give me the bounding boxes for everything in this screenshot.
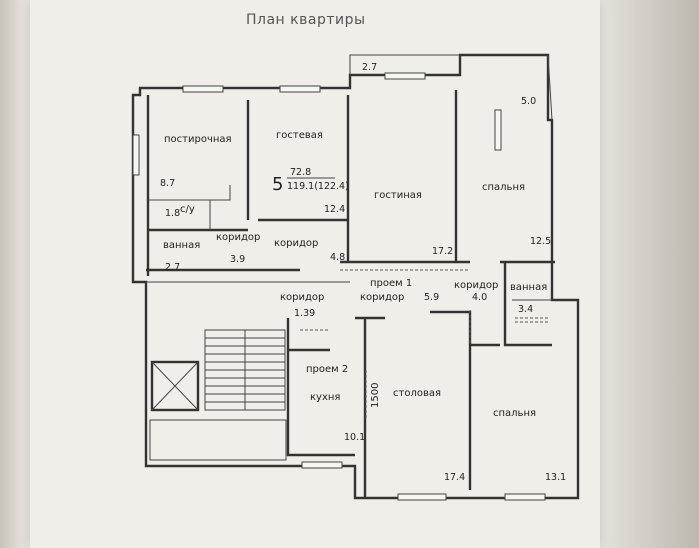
opening-width: 1500: [370, 383, 381, 408]
plan-title: План квартиры: [246, 12, 366, 28]
balcony-area-top: 2.7: [362, 62, 377, 73]
window: [504, 493, 546, 501]
window: [132, 134, 140, 176]
room-area-kitchen: 10.1: [344, 432, 365, 443]
room-area-dining: 17.4: [444, 472, 465, 483]
room-area-wc: 1.8: [165, 208, 180, 219]
bath-fixture: [515, 317, 548, 323]
room-label-bedroom2: спальня: [493, 408, 536, 419]
room-area-guest: 12.4: [324, 204, 345, 215]
interior-wall: [430, 310, 472, 490]
room-area-corridor4: 5.9: [424, 292, 439, 303]
interior-wall: [148, 185, 231, 201]
landing: [149, 419, 287, 461]
room-area-corridor2: 4.8: [330, 252, 345, 263]
room-label-wc: с/у: [180, 204, 195, 215]
apartment-living-area: 72.8: [290, 167, 311, 178]
room-label-bedroom1: спальня: [482, 182, 525, 193]
opening-2-label: проем 2: [306, 364, 348, 375]
balcony-area-right: 5.0: [521, 96, 536, 107]
room-area-corridor1: 3.9: [230, 254, 245, 265]
room-label-dining: столовая: [393, 388, 441, 399]
room-label-kitchen: кухня: [310, 392, 340, 403]
window: [182, 85, 224, 93]
room-area-living: 17.2: [432, 246, 453, 257]
opening-1-label: проем 1: [370, 278, 412, 289]
room-label-laundry: постирочная: [164, 134, 232, 145]
balcony-top: [349, 54, 460, 75]
room-label-guest: гостевая: [276, 130, 323, 141]
window: [384, 72, 426, 80]
stair-steps: [205, 330, 285, 410]
room-label-corridor5: коридор: [454, 280, 498, 291]
room-area-bath1: 2.7: [165, 262, 180, 273]
window: [301, 461, 343, 469]
room-area-corridor5: 4.0: [472, 292, 487, 303]
room-area-corridor3: 1.39: [294, 308, 315, 319]
room-area-bath2: 3.4: [518, 304, 533, 315]
balcony-right: [547, 54, 553, 121]
interior-wall: [503, 262, 552, 347]
room-label-corridor4: коридор: [360, 292, 404, 303]
interior-wall: [286, 318, 355, 457]
room-label-bath2: ванная: [510, 282, 547, 293]
room-label-corridor2: коридор: [274, 238, 318, 249]
room-label-corridor3: коридор: [280, 292, 324, 303]
room-label-bath1: ванная: [163, 240, 200, 251]
room-label-living: гостиная: [374, 190, 422, 201]
window: [279, 85, 321, 93]
outer-wall: [131, 53, 580, 500]
room-area-bedroom2: 13.1: [545, 472, 566, 483]
room-label-corridor1: коридор: [216, 232, 260, 243]
window: [494, 109, 502, 151]
elevator-shaft: [150, 360, 200, 412]
apartment-total-area: 119.1(122.4): [287, 181, 349, 192]
apartment-rooms-count: 5: [272, 174, 283, 195]
room-area-laundry: 8.7: [160, 178, 175, 189]
window: [397, 493, 447, 501]
room-area-bedroom1: 12.5: [530, 236, 551, 247]
elevator-cross: [151, 361, 199, 411]
